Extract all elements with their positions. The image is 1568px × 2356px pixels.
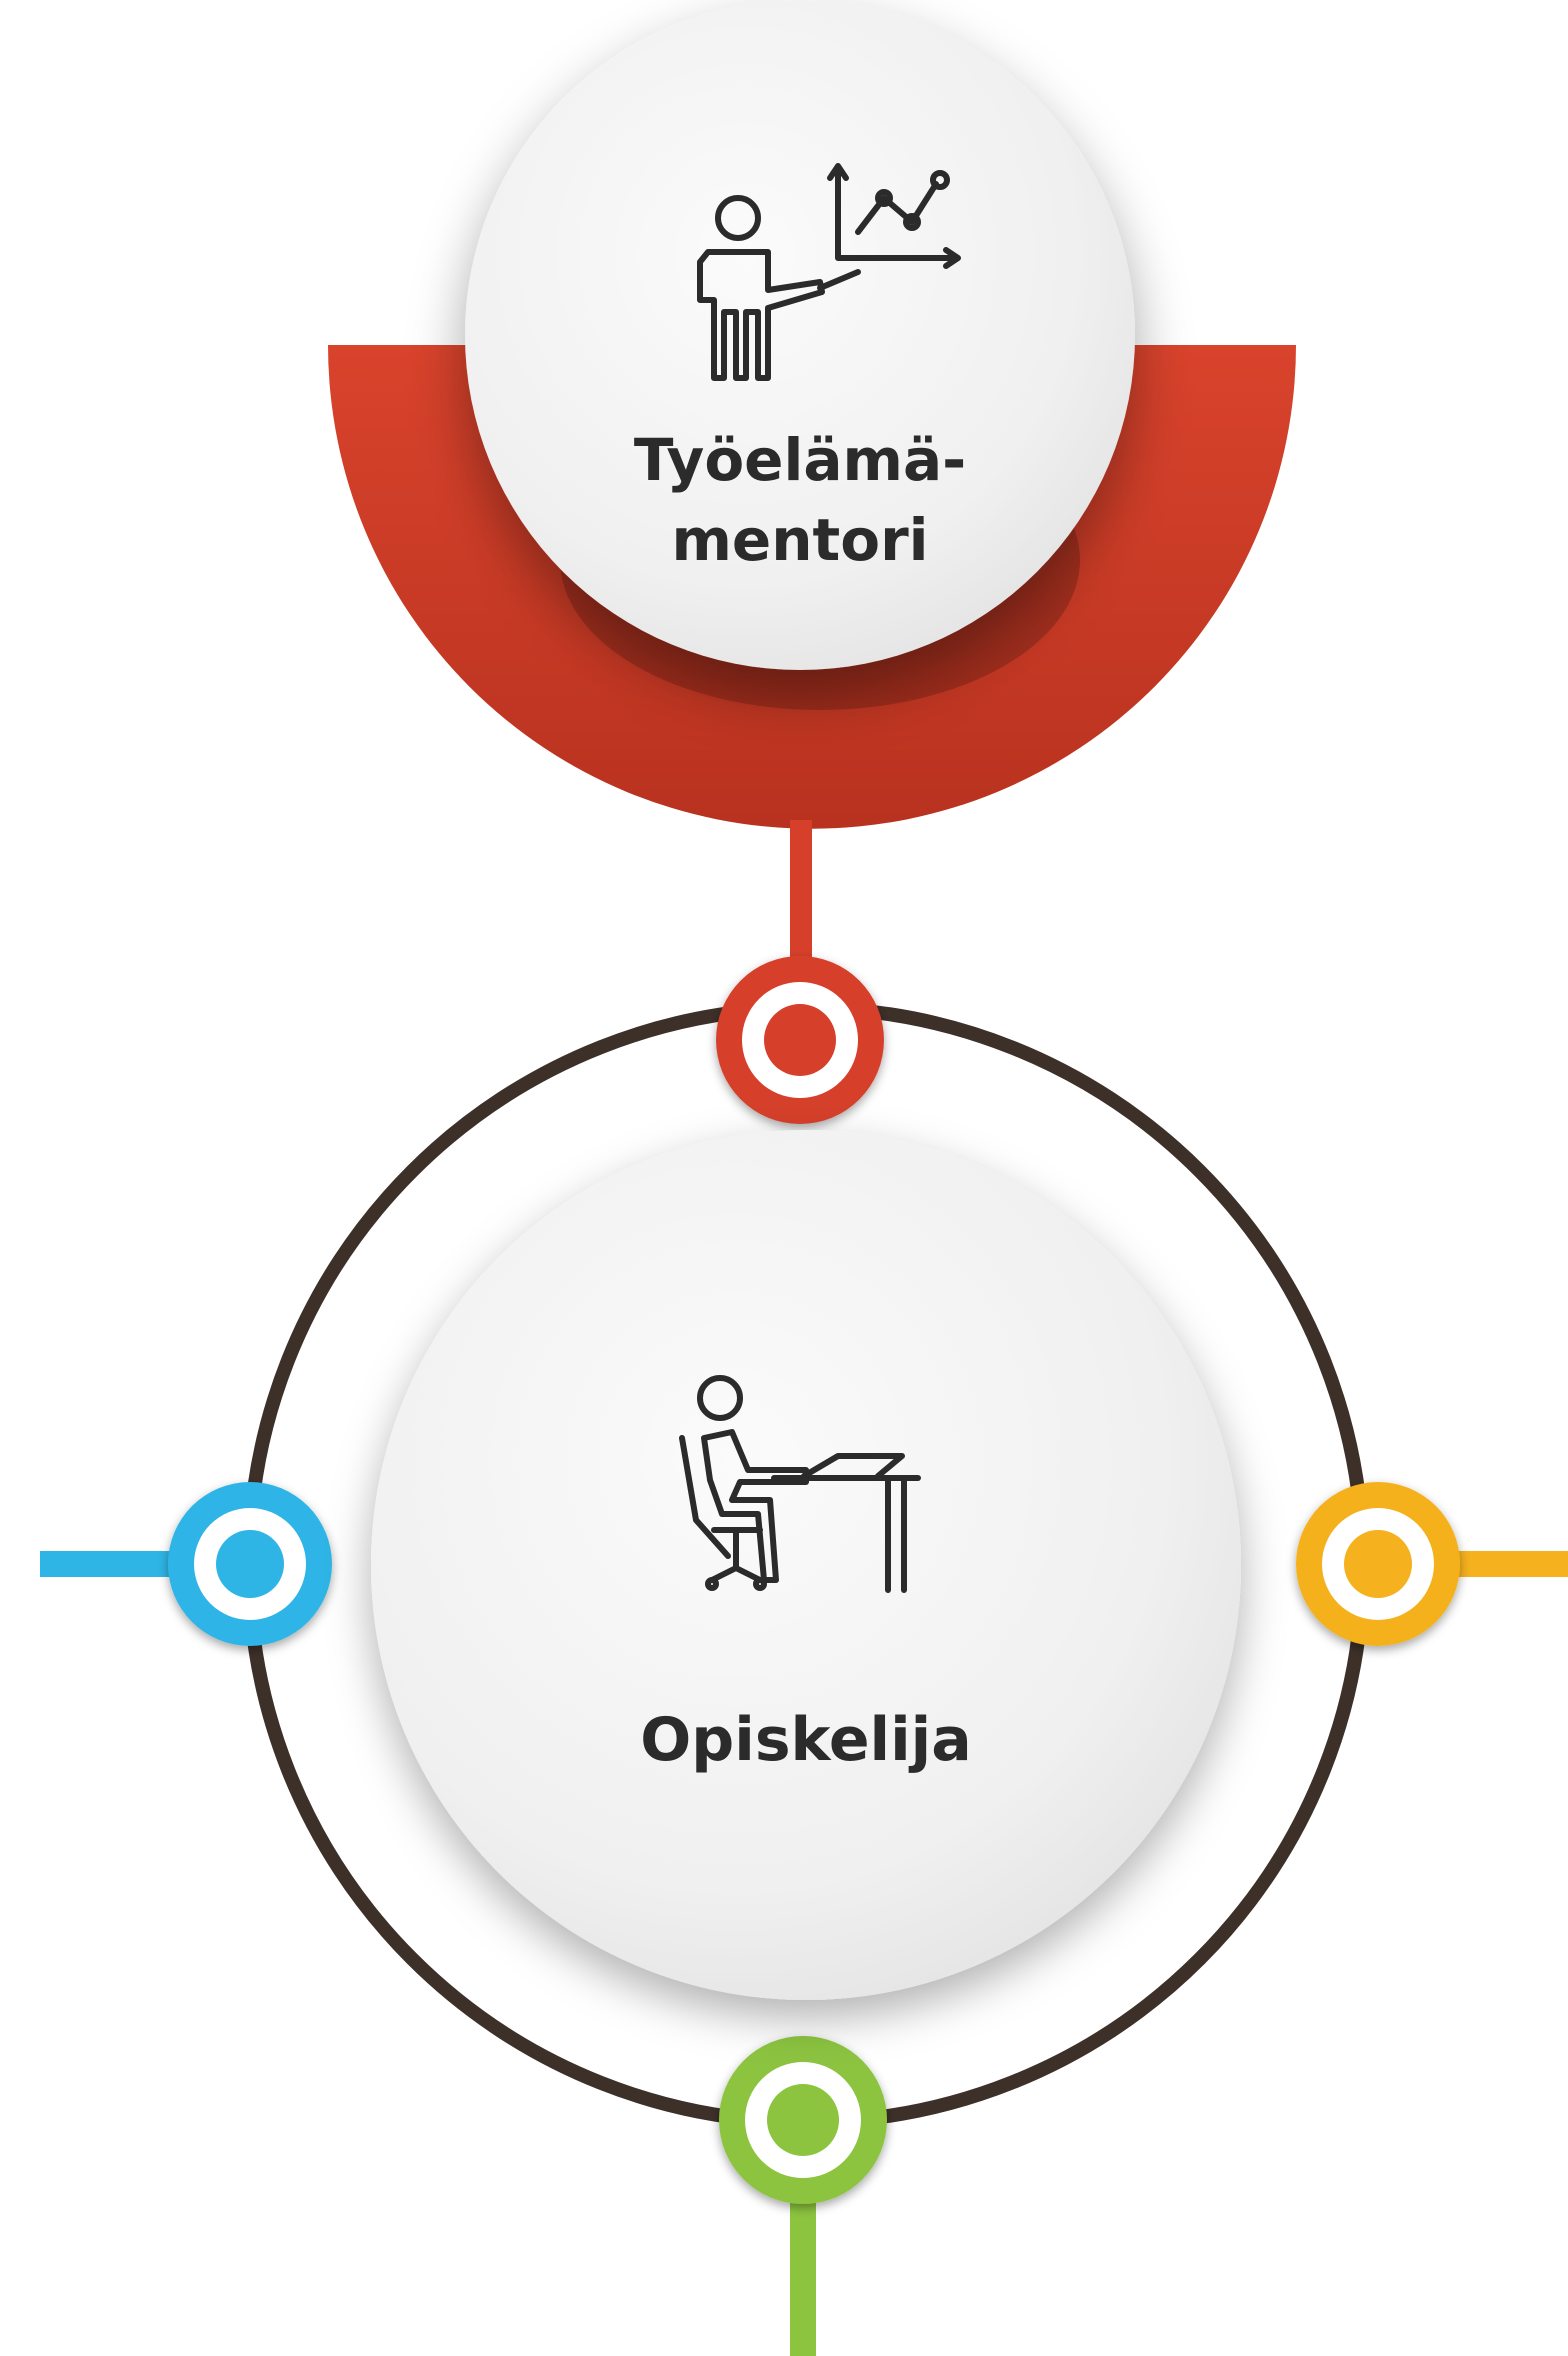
mentor-face xyxy=(465,0,1135,670)
student-node: Opiskelija xyxy=(40,956,1568,2356)
student-face xyxy=(371,1130,1241,2000)
green-connector xyxy=(719,2036,887,2356)
mentor-connector xyxy=(716,956,884,1124)
blue-connector xyxy=(40,1482,332,1646)
mentor-label-line1: Työelämä- xyxy=(634,426,966,494)
student-at-desk-icon xyxy=(679,1375,921,1593)
mentor-node: Työelämä- mentori xyxy=(328,0,1296,1050)
orange-connector xyxy=(1296,1482,1568,1646)
presenter-with-chart-icon xyxy=(697,163,961,381)
mentor-label-line2: mentori xyxy=(671,506,928,574)
student-label: Opiskelija xyxy=(640,1705,971,1775)
